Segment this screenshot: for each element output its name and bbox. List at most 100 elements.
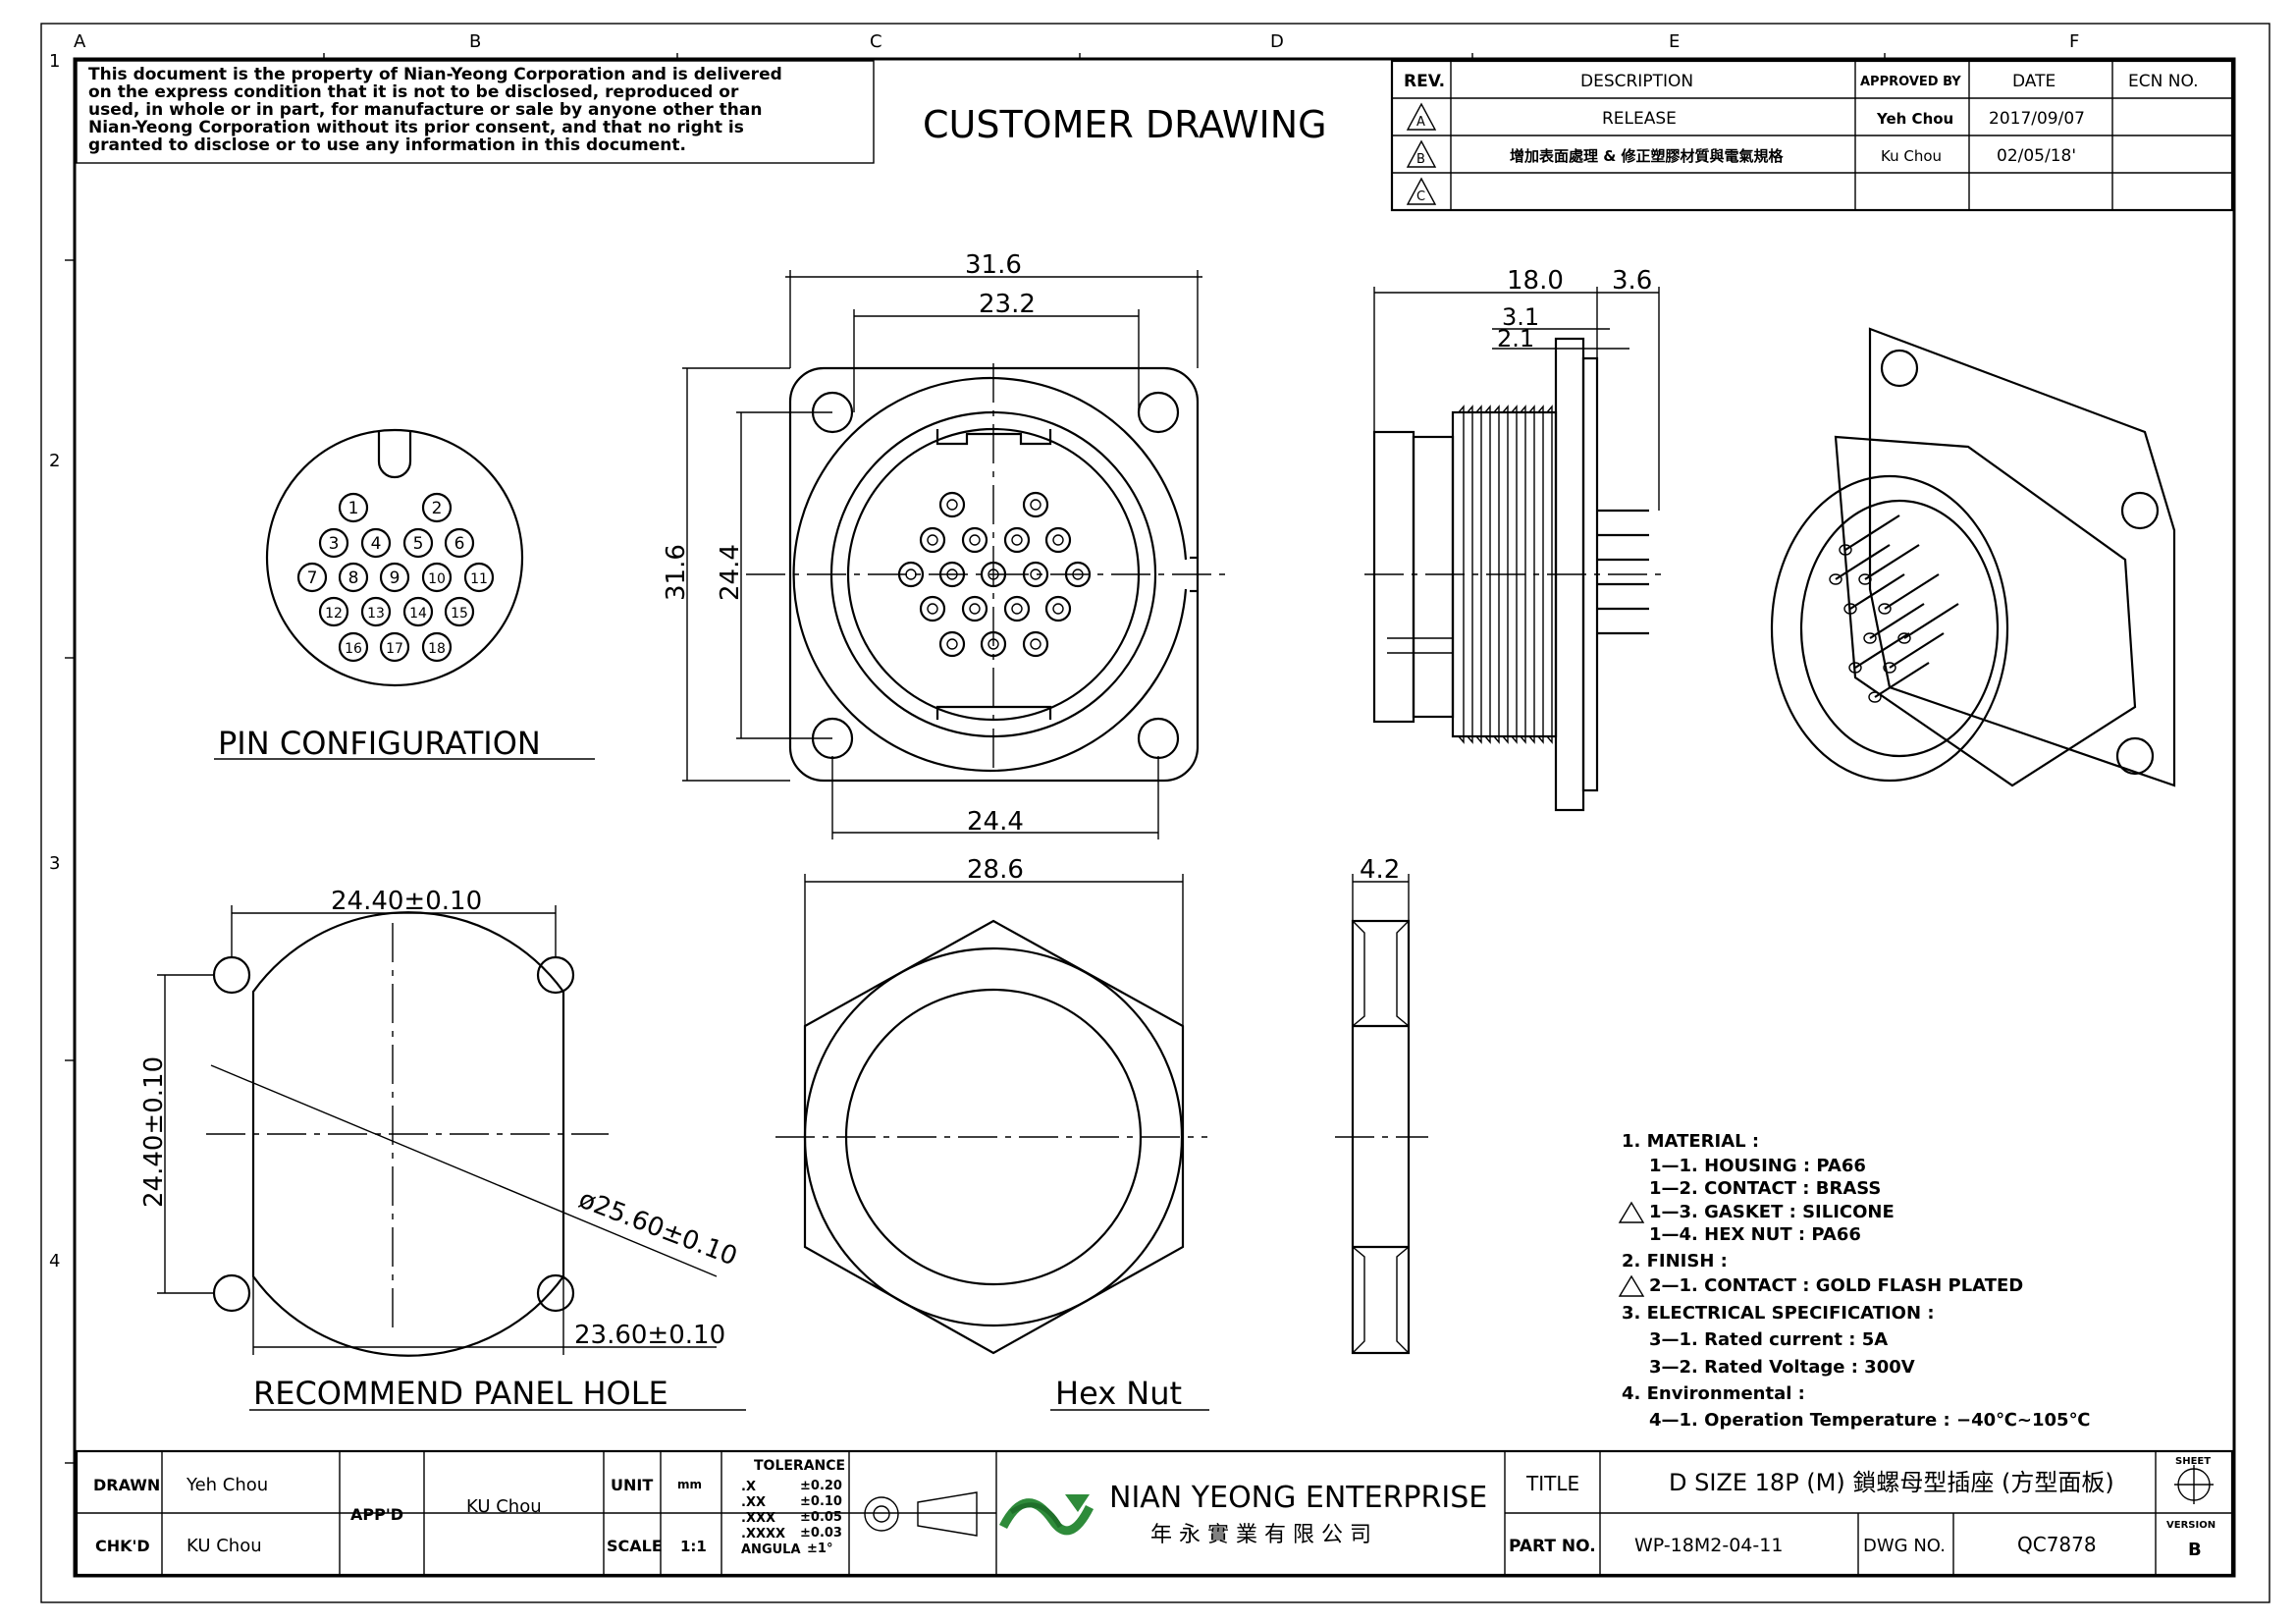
label-appd: APP'D xyxy=(350,1505,403,1524)
pin-number: 4 xyxy=(371,534,382,554)
note-4: 4. Environmental : xyxy=(1622,1383,1805,1404)
front-contact xyxy=(938,491,966,518)
notice-line-5: granted to disclose or to use any inform… xyxy=(88,135,686,155)
pin-number: 3 xyxy=(329,534,340,554)
iso-pin-tip xyxy=(1868,691,1882,703)
pin-18 xyxy=(421,631,453,663)
iso-pin-tip xyxy=(1858,573,1872,585)
pin-config-key xyxy=(377,432,412,479)
rev-b-letter: B xyxy=(1416,152,1425,167)
front-contact-core xyxy=(905,568,917,580)
front-contact xyxy=(980,630,1007,658)
zone-row-2: 2 xyxy=(49,451,60,471)
front-contact-core xyxy=(988,638,999,650)
front-view-contacts xyxy=(897,491,1092,658)
isometric-view xyxy=(1770,327,2176,787)
rev-a-approved: Yeh Chou xyxy=(1876,110,1953,128)
pin-11 xyxy=(463,562,495,593)
rev-a-letter: A xyxy=(1416,115,1425,130)
panel-hole-label: RECOMMEND PANEL HOLE xyxy=(253,1375,668,1412)
front-contact-core xyxy=(1011,603,1023,615)
nut-side-view xyxy=(1335,919,1428,1355)
front-contact-core xyxy=(1030,638,1041,650)
note-1-1: 1—1. HOUSING : PA66 xyxy=(1649,1156,1866,1176)
front-contact xyxy=(1064,561,1092,588)
rev-header-rev: REV. xyxy=(1404,72,1445,91)
thread-ridge xyxy=(1475,405,1482,744)
zone-row-4: 4 xyxy=(49,1251,60,1271)
front-contact-core xyxy=(946,568,958,580)
iso-pin-tip xyxy=(1829,573,1842,585)
rev-b-desc: 增加表面處理 & 修正塑膠材質與電氣規格 xyxy=(1510,147,1785,165)
iso-pin xyxy=(1874,662,1930,698)
iso-pin-tip xyxy=(1863,632,1877,644)
thread-ridge xyxy=(1537,405,1544,744)
label-scale: SCALE xyxy=(607,1537,663,1555)
front-contact xyxy=(897,561,925,588)
rev-header-ecn: ECN NO. xyxy=(2128,72,2199,91)
label-unit: UNIT xyxy=(611,1476,653,1494)
note-1: 1. MATERIAL : xyxy=(1622,1131,1759,1152)
value-scale: 1:1 xyxy=(680,1538,707,1555)
iso-pin-tip xyxy=(1897,632,1911,644)
iso-pin xyxy=(1884,573,1940,610)
note-3-1: 3—1. Rated current : 5A xyxy=(1649,1329,1888,1350)
label-partno: PART NO. xyxy=(1509,1537,1596,1556)
pin-config-view xyxy=(265,428,524,687)
front-contact-core xyxy=(969,534,981,546)
zone-row-3: 3 xyxy=(49,853,60,874)
hex-nut-dimensions xyxy=(804,874,1184,1026)
front-contact xyxy=(919,595,946,622)
notice-line-4: Nian-Yeong Corporation without its prior… xyxy=(88,118,744,137)
dim-nut-thickness: 4.2 xyxy=(1360,855,1400,885)
rev-header-desc: DESCRIPTION xyxy=(1580,72,1693,91)
label-title: TITLE xyxy=(1525,1472,1579,1495)
iso-pin-tip xyxy=(1883,662,1896,674)
value-appd: KU Chou xyxy=(466,1496,542,1517)
front-view-dimensions xyxy=(682,270,1202,839)
iso-pin-tip xyxy=(1839,544,1852,556)
iso-pin xyxy=(1835,544,1891,580)
dim-front-width-outer: 31.6 xyxy=(965,250,1022,280)
pin-number: 12 xyxy=(325,606,343,622)
dim-side-length: 18.0 xyxy=(1507,266,1564,296)
value-chkd: KU Chou xyxy=(187,1536,262,1556)
side-view-threads xyxy=(1458,405,1553,744)
note-3-2: 3—2. Rated Voltage : 300V xyxy=(1649,1357,1915,1378)
rev-b-date: 02/05/18' xyxy=(1997,146,2076,166)
note-2: 2. FINISH : xyxy=(1622,1251,1728,1271)
tolerance-value: ±0.20 xyxy=(800,1479,842,1493)
value-title: D SIZE 18P (M) 鎖螺母型插座 (方型面板) xyxy=(1669,1469,2114,1496)
pin-number: 16 xyxy=(345,641,362,657)
value-partno: WP-18M2-04-11 xyxy=(1634,1535,1783,1556)
tolerance-key: ANGULA xyxy=(741,1542,801,1557)
tolerance-key: .XX xyxy=(741,1495,766,1510)
dim-panel-height: 24.40±0.10 xyxy=(139,1056,169,1208)
outer-frame xyxy=(40,23,2270,1603)
pin-10 xyxy=(421,562,453,593)
title-block xyxy=(75,1449,2234,1577)
iso-pin xyxy=(1869,603,1925,639)
tolerance-value: ±0.10 xyxy=(800,1494,842,1509)
front-contact-core xyxy=(927,603,938,615)
pin-12 xyxy=(318,596,349,627)
front-contact-core xyxy=(1052,603,1064,615)
front-contact xyxy=(1044,595,1072,622)
pin-number: 1 xyxy=(348,499,359,518)
label-version: VERSION xyxy=(2166,1520,2216,1531)
front-contact xyxy=(1022,561,1049,588)
iso-pin xyxy=(1889,632,1945,669)
iso-pin-tip xyxy=(1843,603,1857,615)
company-logo-icon xyxy=(998,1494,1095,1536)
note-1-4: 1—4. HEX NUT : PA66 xyxy=(1649,1224,1861,1245)
pin-number: 17 xyxy=(386,641,403,657)
front-contact xyxy=(1022,491,1049,518)
thread-ridge xyxy=(1484,405,1491,744)
pin-5 xyxy=(402,527,434,559)
notice-line-2: on the express condition that it is not … xyxy=(88,82,739,102)
side-view-dimensions xyxy=(1373,287,1660,511)
thread-ridge xyxy=(1502,405,1509,744)
front-contact xyxy=(1003,526,1031,554)
dim-side-b: 2.1 xyxy=(1497,325,1534,352)
